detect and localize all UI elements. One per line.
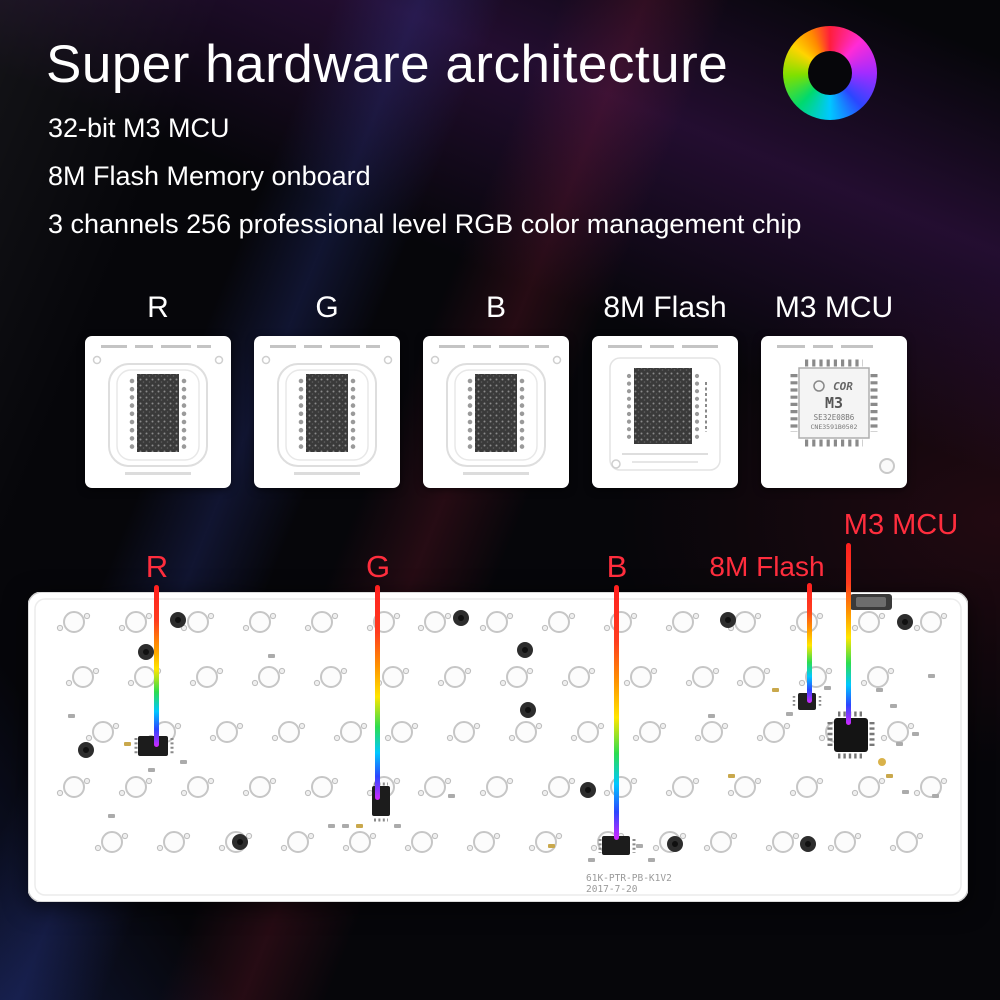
dip-chip-illustration [430,345,562,475]
chip-photo-flash [592,336,738,488]
mcu-chip-illustration: COR M3 SE32E08B6 CNE3591B0502 [777,345,895,474]
chip-label-mcu: M3 MCU [774,291,894,324]
chip-unit-r: R [85,288,231,488]
chip-unit-flash: 8M Flash [592,288,738,488]
chip-label-g: G [315,291,339,324]
pcb-callout-r: R [145,549,169,584]
chip-label-b: B [485,291,506,324]
smd-components [68,654,939,862]
pcb-callout-b: B [606,549,628,584]
dip-chip-illustration [261,345,393,475]
board-date-text: 2017-7-20 [586,884,638,895]
mcu-brand-text: COR [833,380,853,393]
feature-list: 32-bit M3 MCU 8M Flash Memory onboard 3 … [48,104,801,248]
page-title: Super hardware architecture [46,35,729,94]
callout-line-mcu [846,543,851,725]
board-silkscreen-text: 61K-PTR-PB-K1V2 2017-7-20 [586,873,672,895]
chip-unit-g: G [254,288,400,488]
pcb-chips [134,594,892,855]
feature-item-rgb: 3 channels 256 professional level RGB co… [48,209,802,239]
feature-item-mcu: 32-bit M3 MCU [48,113,230,143]
callout-line-b [614,585,619,840]
mcu-id-line2: CNE3591B0502 [811,423,858,431]
callout-line-g [375,585,380,800]
dip-chip-illustration [92,345,224,475]
keyboard-pcb: 61K-PTR-PB-K1V2 2017-7-20 [28,592,968,902]
chip-photo-mcu: COR M3 SE32E08B6 CNE3591B0502 [761,336,907,488]
chip-photo-g [254,336,400,488]
pcb-callout-flash: 8M Flash [709,551,825,582]
pcb-board: 61K-PTR-PB-K1V2 2017-7-20 [28,592,968,902]
chip-label-flash: 8M Flash [603,291,727,324]
chip-unit-b: B [423,288,569,488]
chip-unit-mcu: M3 MCU COR M3 SE32E08B6 CNE3591B0502 [761,288,907,488]
chip-label-r: R [147,291,169,324]
mcu-id-line1: SE32E08B6 [814,413,855,422]
board-model-text: 61K-PTR-PB-K1V2 [586,873,672,884]
feature-item-flash: 8M Flash Memory onboard [48,161,371,191]
pcb-callout-g: G [365,549,391,584]
chip-photo-b [423,336,569,488]
switch-holes [56,610,948,853]
rgb-color-wheel-icon [783,26,877,120]
callout-line-r [154,585,159,747]
callout-line-flash [807,583,812,703]
mcu-model-text: M3 [825,394,843,412]
flash-chip-illustration [608,345,721,471]
chip-photo-r [85,336,231,488]
pcb-callout-mcu: M3 MCU [843,509,959,541]
